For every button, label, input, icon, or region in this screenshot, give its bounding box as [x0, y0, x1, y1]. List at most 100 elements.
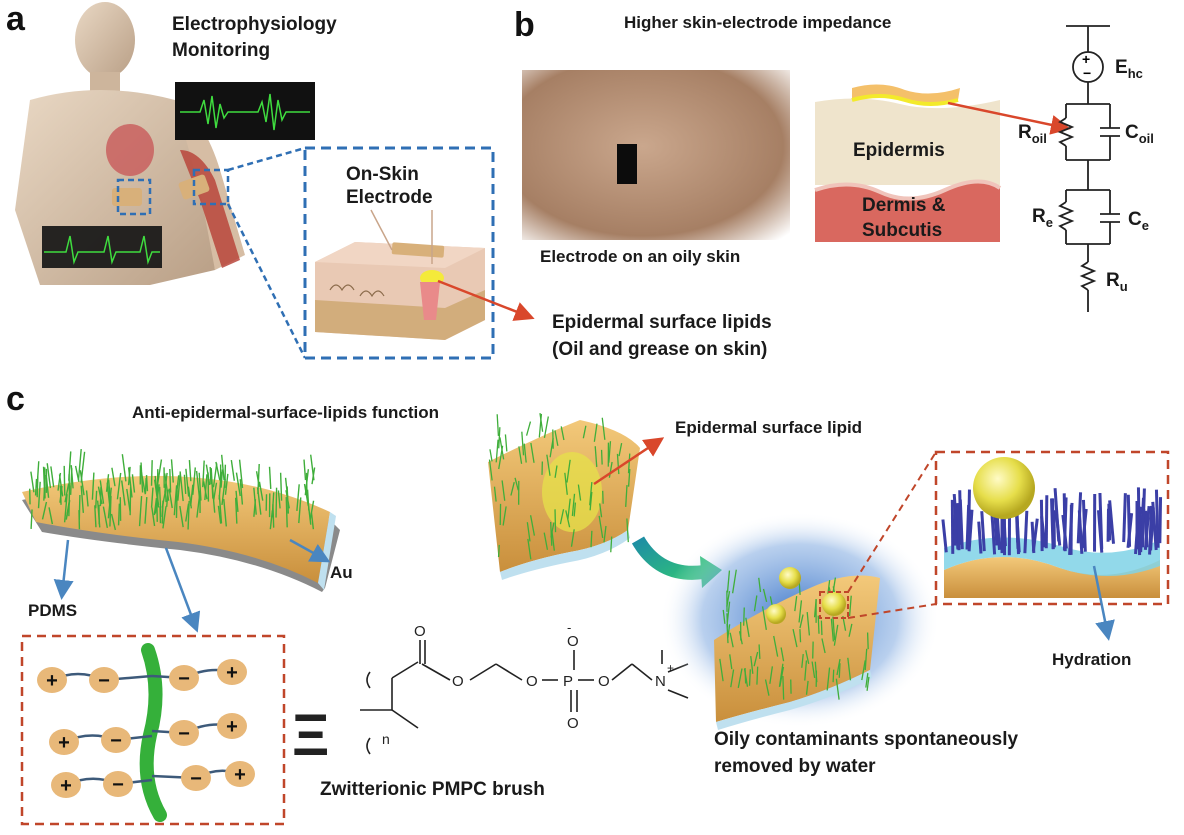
brush-hair [589, 491, 593, 511]
brush-hair [116, 472, 122, 500]
brush-hair [277, 490, 281, 509]
brush-hair [608, 441, 612, 463]
brush-hair [626, 518, 629, 543]
brush-hairs-left [29, 448, 316, 531]
brush-hair [95, 490, 98, 509]
brush-hair [838, 663, 841, 678]
brush-hair [953, 503, 958, 546]
brush-hair [202, 460, 205, 488]
chem-o-ester: O [452, 673, 464, 690]
brush-hair [780, 647, 785, 662]
brush-hair [794, 596, 798, 612]
brush-hair [69, 468, 73, 495]
brush-hair [77, 448, 82, 481]
brush-hair [990, 511, 997, 555]
panel-c: c Anti-epidermal-surface-lipids function… [6, 380, 1170, 826]
brush-hair [750, 655, 754, 674]
c-e-label: Ce [1128, 209, 1149, 233]
brush-hair [97, 486, 103, 505]
brush-hair [190, 484, 194, 506]
brush-hair [1122, 493, 1127, 543]
brush-hair [778, 663, 784, 687]
brush-hair [806, 612, 811, 636]
brush-hair [1044, 495, 1049, 549]
negative-charge [169, 665, 199, 691]
brush-hair [46, 463, 52, 489]
brush-hair [601, 417, 606, 440]
brush-caption: Zwitterionic PMPC brush [320, 779, 545, 800]
charge-sign: − [112, 774, 124, 796]
brush-hair [493, 486, 497, 502]
brush-hair [726, 623, 729, 644]
brush-hair [761, 606, 767, 630]
brush-hair [109, 495, 112, 527]
brush-hair [523, 443, 527, 463]
chem-p: P [563, 673, 573, 690]
brush-hair [821, 638, 826, 654]
brush-hair [179, 505, 184, 528]
panel-b-title: Higher skin-electrode impedance [624, 13, 891, 32]
charge-sign: + [226, 716, 238, 738]
skin-block-illustration [315, 242, 485, 340]
brush-hair [1126, 513, 1134, 548]
chest-inset-marker [116, 178, 152, 216]
brush-hair [805, 650, 810, 665]
negative-charge [181, 765, 211, 791]
brush-hair [573, 502, 577, 517]
au-arrow [289, 538, 331, 563]
brush-hair [213, 482, 218, 500]
brush-hair [235, 472, 241, 497]
brush-hair [209, 466, 212, 485]
brush-hair [570, 529, 575, 547]
brush-hair [514, 477, 519, 491]
brush-hair [256, 487, 262, 515]
brush-hair [153, 479, 160, 508]
brush-hair [792, 628, 798, 648]
brush-hair [753, 595, 758, 612]
brush-hair [866, 632, 869, 650]
brush-hair [42, 466, 46, 498]
brush-hair [50, 466, 55, 488]
chem-o-carbonyl: O [414, 623, 426, 640]
brush-hair [603, 525, 607, 543]
brush-hair [811, 661, 816, 679]
brush-hair [217, 505, 222, 524]
arm-inset-marker [192, 168, 230, 206]
negative-charge [103, 771, 133, 797]
brush-hair [554, 465, 558, 478]
brush-hair [538, 413, 543, 438]
brush-hair [211, 484, 216, 513]
brush-hair [865, 673, 869, 688]
brush-hair [510, 482, 515, 496]
brush-hair [560, 426, 565, 441]
brush-hair [166, 489, 169, 507]
brush-hair [258, 481, 264, 501]
brush-hair [729, 632, 734, 648]
charge-sign: − [178, 723, 190, 745]
source-plus: + [1082, 51, 1090, 67]
brush-hair [144, 477, 147, 494]
brush-hair [1015, 510, 1020, 555]
brush-hair [745, 617, 750, 638]
oily-sheet [488, 420, 640, 580]
charge-sign: + [226, 662, 238, 684]
lipid-arrow [593, 437, 665, 486]
brush-hair [99, 480, 105, 504]
charge-sign: + [60, 775, 72, 797]
brush-hair [36, 476, 39, 498]
brush-hair [618, 443, 623, 457]
brush-hair [813, 599, 817, 618]
source-minus: − [1083, 65, 1091, 81]
brush-hair [729, 654, 733, 670]
brush-hair [1030, 521, 1036, 554]
brush-hair [121, 454, 127, 482]
brush-hair [527, 538, 532, 560]
brush-hair [748, 669, 751, 686]
brush-hair [758, 644, 761, 659]
brush-hair [30, 471, 35, 493]
brush-hair [1096, 510, 1104, 553]
brush-hair [221, 478, 226, 506]
brush-hair [298, 497, 302, 524]
positive-charge [225, 761, 255, 787]
brush-hairs-inset [941, 487, 1163, 556]
